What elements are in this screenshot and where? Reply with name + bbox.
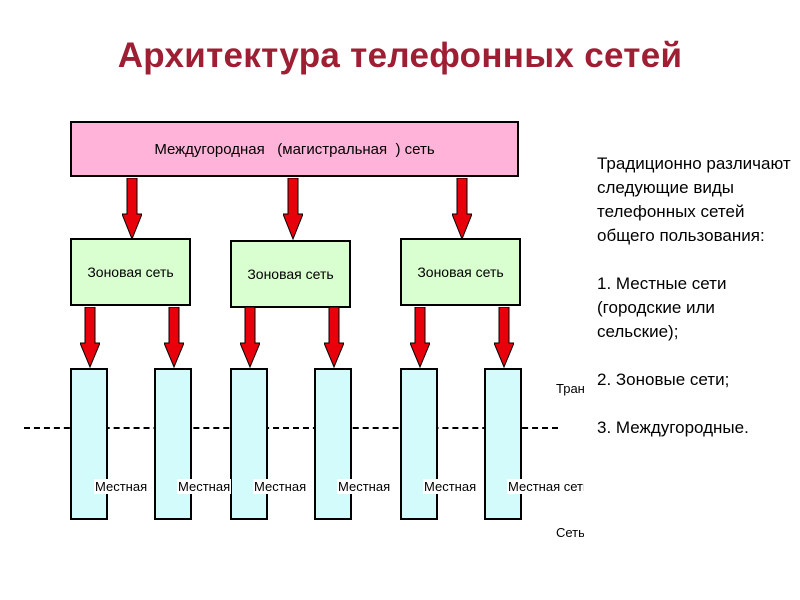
local-network-box-1 [70, 368, 108, 520]
arrow-zone-to-local-4 [324, 307, 344, 368]
arrow-trunk-to-zone-2 [283, 178, 303, 240]
diagram-clip-area: Местная Местная Местная Местная Местная … [94, 381, 584, 540]
description-item-2: 2. Зоновые сети; [597, 370, 730, 389]
local-network-label-6: Местная сеть [507, 479, 584, 494]
local-network-box-3 [230, 368, 268, 520]
slide-title: Архитектура телефонных сетей [117, 36, 683, 75]
description-text: Традиционно различают следующие виды тел… [597, 152, 792, 440]
local-network-box-2 [154, 368, 192, 520]
side-label-network: Сеть [556, 525, 584, 540]
arrow-zone-to-local-6 [494, 307, 514, 368]
description-item-1: 1. Местные сети (городские или сельские)… [597, 274, 727, 341]
description-intro: Традиционно различают следующие виды тел… [597, 154, 791, 245]
arrow-zone-to-local-5 [410, 307, 430, 368]
local-network-label-4: Местная [337, 479, 392, 494]
zone-network-box-1: Зоновая сеть [70, 238, 191, 306]
side-label-transport: Транспортная [556, 381, 584, 396]
arrow-zone-to-local-1 [80, 307, 100, 368]
zone-network-box-2: Зоновая сеть [230, 240, 351, 308]
local-network-box-5 [400, 368, 438, 520]
description-item-3: 3. Междугородные. [597, 418, 749, 437]
local-network-box-6 [484, 368, 522, 520]
arrow-trunk-to-zone-1 [122, 178, 142, 240]
local-network-label-5: Местная [423, 479, 478, 494]
trunk-network-box: Междугородная (магистральная ) сеть [70, 121, 519, 177]
arrow-trunk-to-zone-3 [452, 178, 472, 240]
local-network-label-1: Местная [94, 479, 149, 494]
arrow-zone-to-local-2 [164, 307, 184, 368]
local-network-box-4 [314, 368, 352, 520]
transport-boundary-line [24, 427, 558, 429]
local-network-label-2: Местная [177, 479, 232, 494]
zone-network-box-3: Зоновая сеть [400, 238, 521, 306]
arrow-zone-to-local-3 [240, 307, 260, 368]
local-network-label-3: Местная [253, 479, 308, 494]
